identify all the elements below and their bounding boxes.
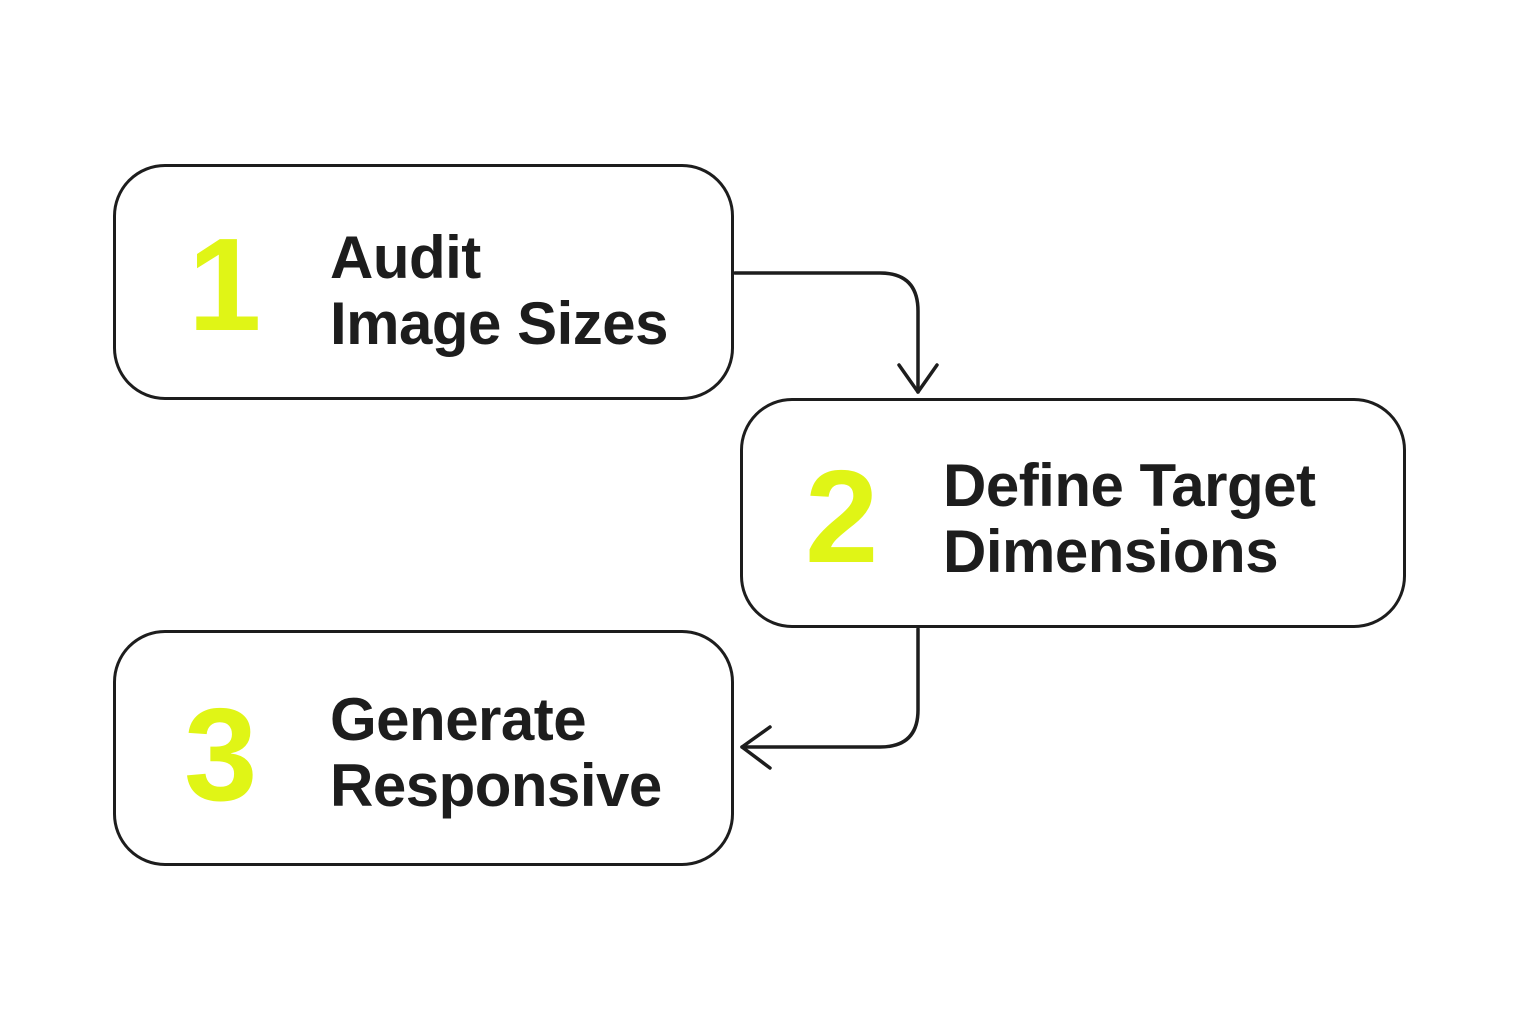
step-1-number: 1 [188,211,261,358]
step-2-label: Define Target Dimensions [943,452,1316,585]
arrow-down-icon [897,363,939,394]
step-2-label-line-1: Define Target [943,452,1316,519]
arrow-left-icon [740,725,772,770]
step-3-label-line-2: Responsive [330,752,662,819]
step-2-number: 2 [805,443,878,590]
connector-step2-to-step3 [740,627,920,749]
step-3-box: 3 Generate Responsive [113,630,734,866]
step-3-label: Generate Responsive [330,687,662,819]
step-1-box: 1 Audit Image Sizes [113,164,734,400]
step-1-label-line-2: Image Sizes [330,290,669,357]
step-2-box: 2 Define Target Dimensions [740,398,1406,628]
step-3-label-line-1: Generate [330,686,587,753]
step-1-label-line-1: Audit [330,224,481,291]
step-2-label-line-2: Dimensions [943,518,1279,585]
step-1-label: Audit Image Sizes [330,224,669,357]
connector-step1-to-step2 [733,271,920,394]
step-3-number: 3 [184,681,257,828]
